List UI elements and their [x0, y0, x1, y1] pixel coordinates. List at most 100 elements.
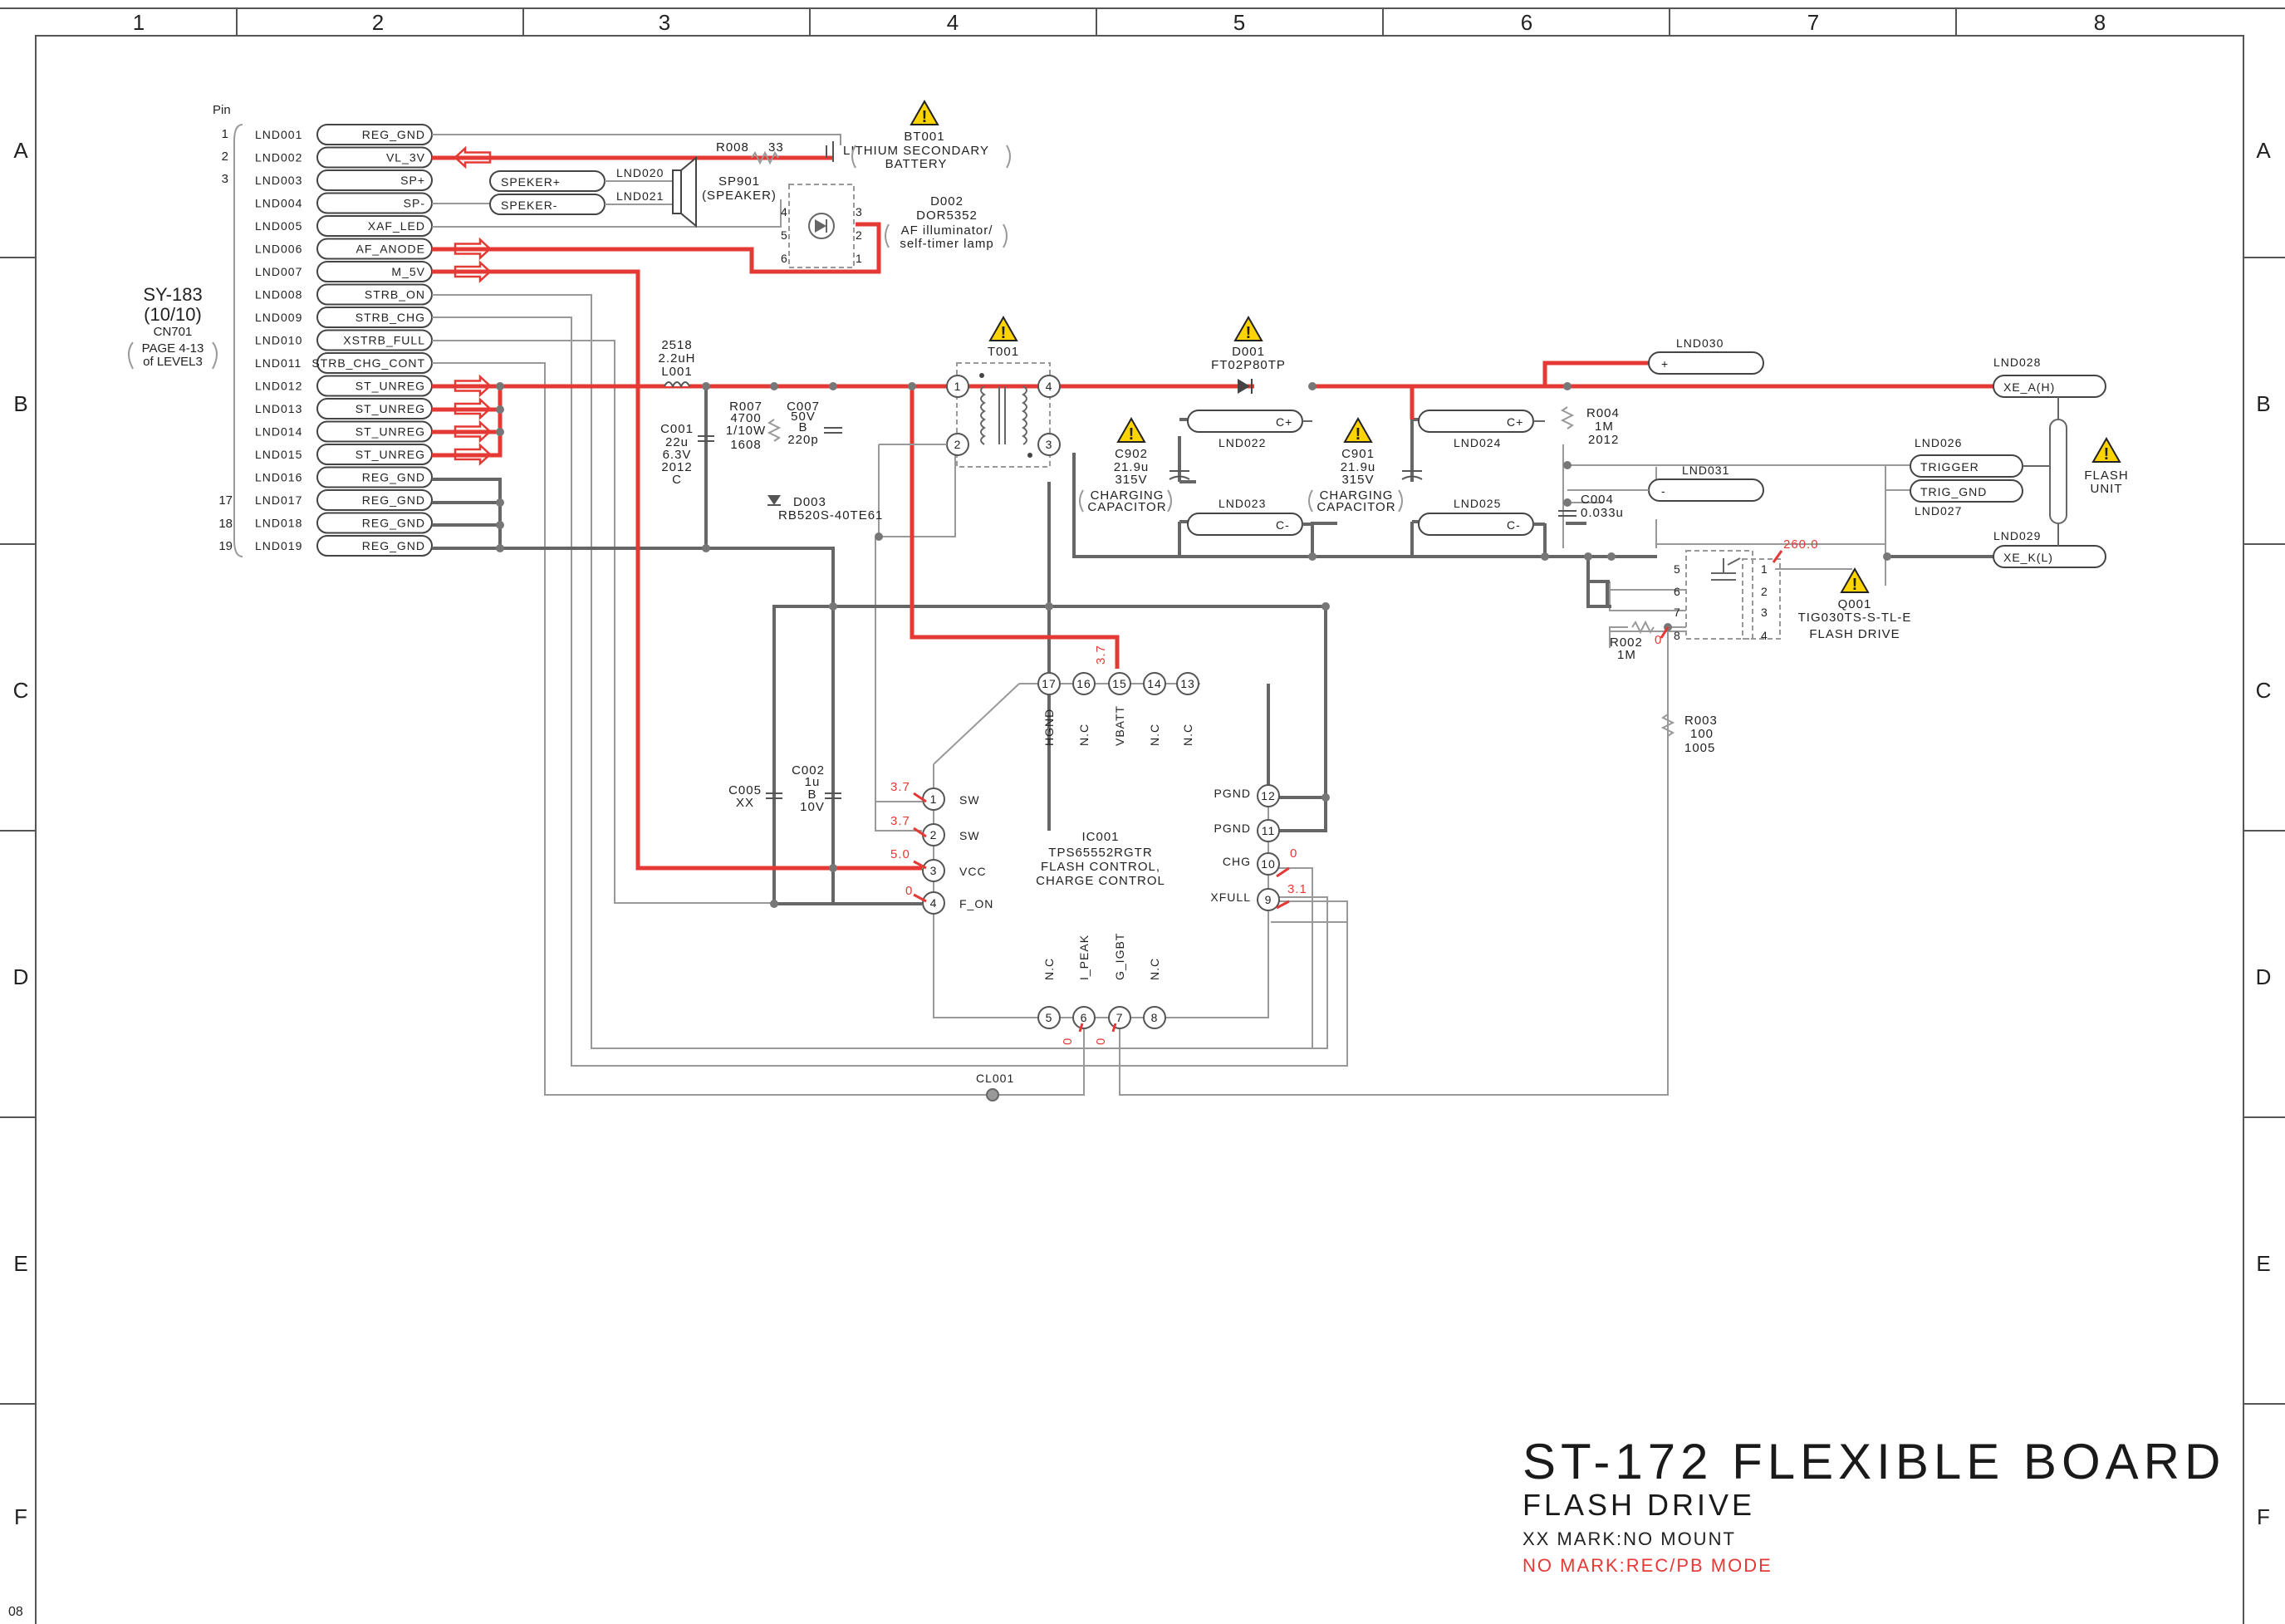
note-rec-pb: NO MARK:REC/PB MODE [1523, 1555, 1773, 1576]
net-pad [316, 489, 433, 511]
lnd-label: LND016 [255, 471, 302, 484]
pin-number: 19 [218, 539, 233, 553]
ic-pin-number: 14 [1147, 677, 1162, 690]
net-label: XAF_LED [368, 219, 425, 233]
row-label: C [2256, 678, 2272, 703]
svg-text:FLASH CONTROL,: FLASH CONTROL, [1041, 860, 1160, 874]
connector-ref: PAGE 4-13 [142, 341, 204, 356]
ic-pin-name: SW [959, 829, 980, 842]
svg-text:4: 4 [781, 205, 788, 218]
svg-text:0: 0 [1094, 1038, 1108, 1045]
svg-text:T001: T001 [988, 345, 1019, 359]
component-c005: C005 XX [728, 783, 782, 810]
component-r007: R007 4700 1/10W 1608 [726, 400, 782, 452]
component-r008: R008 33 [716, 140, 783, 165]
svg-text:220p: 220p [787, 433, 818, 447]
svg-text:2: 2 [1761, 585, 1768, 598]
connector-ref: CN701 [154, 325, 193, 339]
svg-text:C002: C002 [792, 763, 825, 778]
ic-pin [1037, 1006, 1061, 1029]
svg-text:LND029: LND029 [1993, 529, 2041, 542]
svg-text:0: 0 [905, 884, 913, 898]
ic-pin [1257, 888, 1280, 911]
svg-text:5: 5 [1674, 562, 1681, 576]
page-code: 08 [8, 1605, 23, 1619]
component-t001: T001 1 2 4 3 [879, 316, 1061, 468]
lnd-label: LND017 [255, 493, 302, 507]
ic-pin-number: 13 [1180, 677, 1195, 690]
connector-cn701: Pin 1 2 3 17 18 19 SY-183 (10/10) CN701 … [128, 103, 492, 557]
svg-text:6.3V: 6.3V [663, 448, 692, 462]
net-label: REG_GND [362, 128, 425, 141]
svg-text:D001: D001 [1232, 345, 1265, 359]
component-l001: 2518 2.2uH L001 [658, 338, 695, 389]
ic-pin-name: N.C [1181, 724, 1194, 746]
net-pad [316, 512, 433, 534]
lnd-label: LND002 [255, 151, 302, 164]
svg-text:1608: 1608 [730, 438, 761, 452]
warning-icon [910, 101, 939, 127]
lnd-label: LND009 [255, 311, 302, 324]
ic-pin [1108, 672, 1131, 695]
ic-pin-name: HGND [1042, 709, 1056, 746]
lnd-label: LND007 [255, 265, 302, 278]
svg-text:LND026: LND026 [1915, 436, 1962, 449]
net-pad [316, 466, 433, 488]
svg-text:BATTERY: BATTERY [885, 157, 948, 171]
svg-text:TRIGGER: TRIGGER [1920, 460, 1979, 473]
row-label: F [14, 1504, 27, 1529]
svg-text:Q001: Q001 [1838, 597, 1872, 611]
svg-text:C-: C- [1276, 518, 1290, 532]
title-block: ST-172 FLEXIBLE BOARD FLASH DRIVE XX MAR… [1523, 1434, 2220, 1576]
component-d002: 4 5 6 3 2 1 D002 DOR5352 AF illuminator/… [781, 184, 1008, 268]
svg-text:LND031: LND031 [1682, 464, 1729, 477]
svg-text:CL001: CL001 [976, 1072, 1014, 1085]
ic-pin-number: 17 [1042, 677, 1057, 690]
svg-text:315V: 315V [1341, 473, 1374, 487]
svg-text:SPEKER+: SPEKER+ [501, 175, 561, 189]
lnd-label: LND019 [255, 539, 302, 552]
ic-pin-name: G_IGBT [1113, 933, 1126, 980]
svg-text:+: + [1661, 357, 1669, 370]
svg-text:DOR5352: DOR5352 [916, 209, 978, 223]
ic-pin-name: CHG [1223, 855, 1251, 868]
svg-text:(SPEAKER): (SPEAKER) [702, 189, 777, 203]
row-label: A [2256, 138, 2271, 163]
ic-pin-name: VCC [959, 865, 987, 878]
svg-text:3.7: 3.7 [1094, 645, 1108, 665]
svg-text:LND027: LND027 [1915, 504, 1962, 518]
warning-icon [989, 316, 1017, 343]
svg-text:LND020: LND020 [616, 166, 664, 179]
svg-text:SPEKER-: SPEKER- [501, 199, 557, 212]
svg-text:C004: C004 [1581, 493, 1614, 507]
pin-number: 3 [222, 172, 228, 186]
row-label: D [2256, 964, 2272, 989]
svg-text:2: 2 [856, 228, 863, 242]
net-label: STRB_CHG_CONT [311, 356, 425, 370]
svg-text:2012: 2012 [1588, 433, 1619, 447]
ic-pin-number: 9 [1265, 893, 1272, 906]
lnd-label: LND001 [255, 128, 302, 141]
connector-ref: SY-183 [143, 284, 202, 305]
ic-pin-number: 4 [930, 896, 938, 910]
ic-pin-name: I_PEAK [1077, 935, 1091, 980]
svg-text:5: 5 [781, 228, 788, 242]
junctions [496, 382, 1891, 908]
ic-pin-name: F_ON [959, 897, 993, 910]
svg-text:XE_A(H): XE_A(H) [2003, 380, 2055, 394]
svg-text:D003: D003 [793, 495, 826, 509]
svg-text:self-timer lamp: self-timer lamp [900, 237, 993, 251]
component-q001: 5 6 7 8 1 2 3 4 Q001 TIG030TS-S-TL-E FLA… [1674, 550, 1910, 642]
svg-text:1005: 1005 [1684, 741, 1715, 755]
svg-text:1M: 1M [1617, 648, 1636, 662]
component-r002: R002 1M [1610, 620, 1655, 662]
ic001: IC001 TPS65552RGTR FLASH CONTROL, CHARGE… [922, 672, 1280, 1029]
component-cl001: CL001 [976, 1072, 1014, 1101]
row-label: E [2256, 1251, 2270, 1276]
component-r004: R004 1M 2012 [1560, 406, 1619, 447]
component-r003: R003 100 1005 [1660, 714, 1717, 755]
ic-pin-name: SW [959, 793, 980, 807]
svg-text:RB520S-40TE61: RB520S-40TE61 [778, 508, 883, 523]
svg-text:CAPACITOR: CAPACITOR [1087, 500, 1166, 514]
svg-text:1: 1 [856, 252, 863, 265]
